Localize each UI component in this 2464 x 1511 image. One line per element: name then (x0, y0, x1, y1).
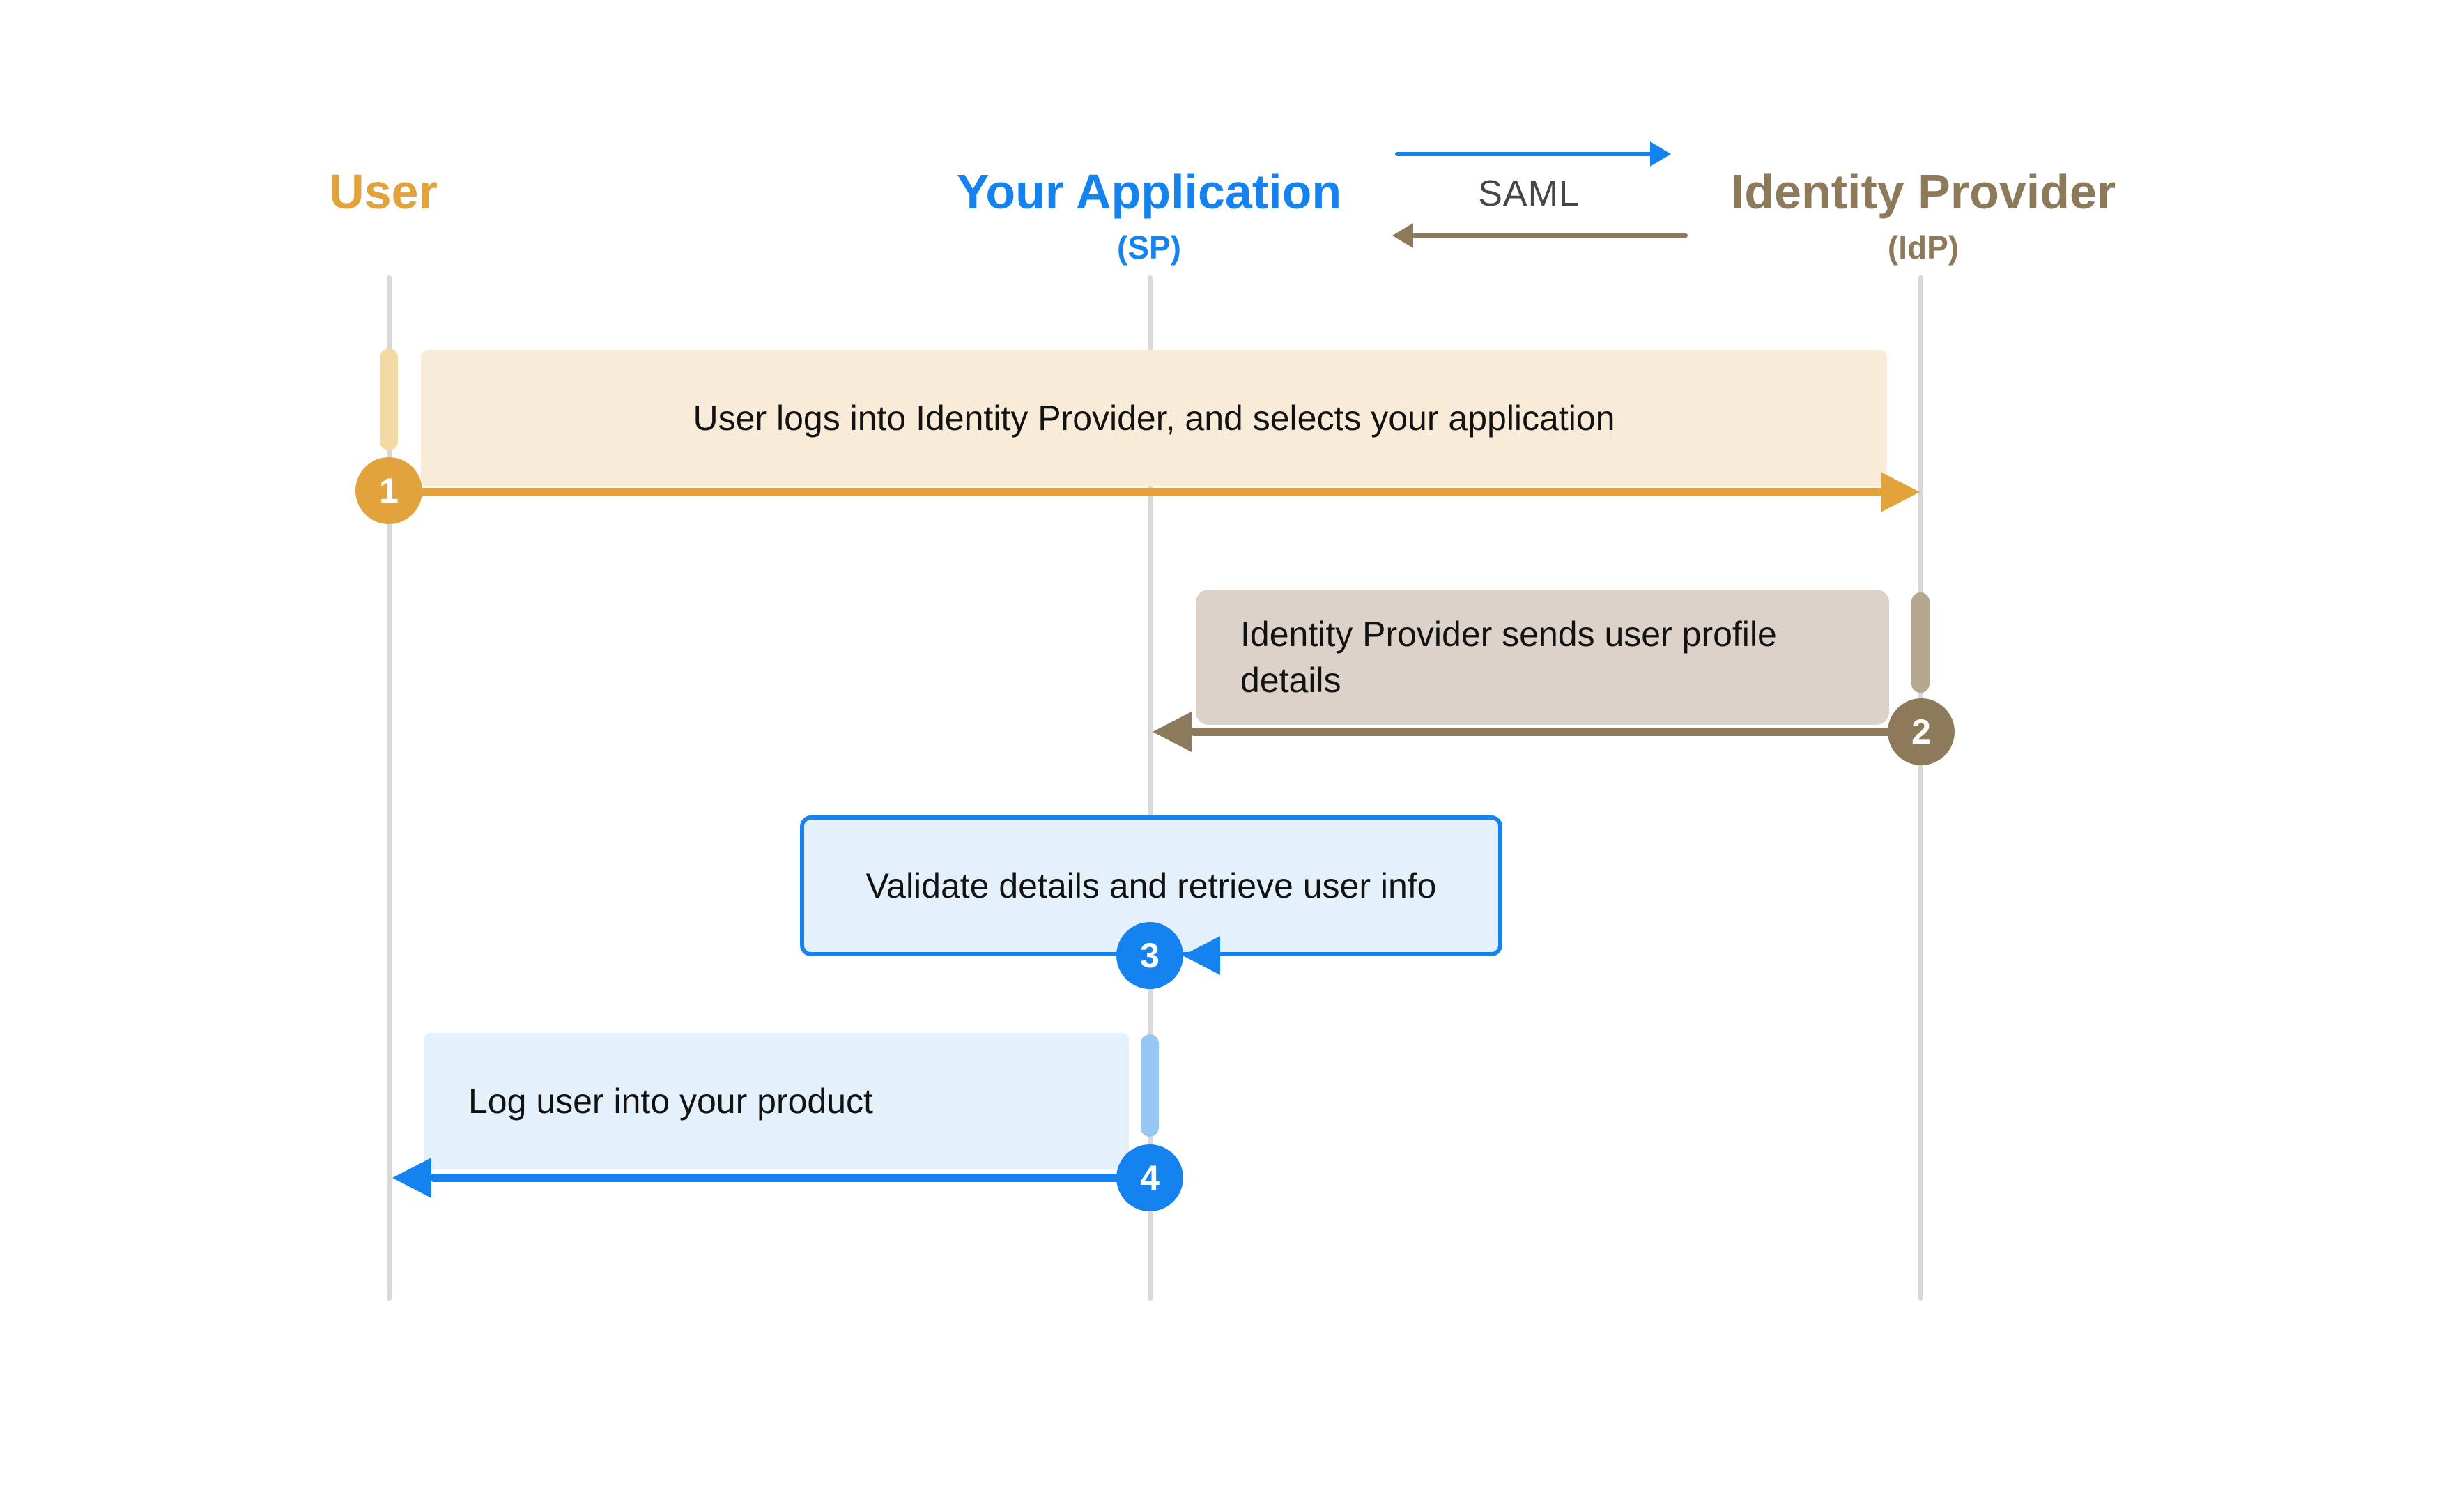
arrow-line-step2 (1190, 728, 1921, 736)
arrow-head-step2-icon (1153, 712, 1192, 752)
legend-arrow-left-line (1412, 233, 1688, 238)
activation-bar-idp-step2 (1911, 592, 1930, 693)
lifeline-idp (1918, 275, 1923, 1301)
lifeline-user (387, 275, 392, 1301)
arrow-head-step4-icon (392, 1158, 431, 1198)
actor-application-sublabel: (SP) (1117, 229, 1181, 266)
legend-arrow-left-head-icon (1392, 223, 1413, 248)
actor-idp-label: Identity Provider (1730, 164, 2116, 219)
message-text-step2-line2: details (1240, 661, 1341, 700)
message-text-step3: Validate details and retrieve user info (865, 866, 1437, 905)
lifeline-application (1148, 275, 1153, 1301)
activation-bar-user-step1 (380, 348, 398, 450)
legend-saml-label: SAML (1478, 174, 1580, 214)
message-text-step2-line1: Identity Provider sends user profile (1240, 615, 1777, 654)
legend-arrow-right-head-icon (1650, 141, 1671, 167)
message-box-step1: User logs into Identity Provider, and se… (421, 350, 1887, 486)
step-number-badge-2: 2 (1888, 698, 1955, 765)
actor-user-label: User (329, 164, 438, 219)
actor-idp-sublabel: (IdP) (1887, 229, 1959, 266)
message-text-step1: User logs into Identity Provider, and se… (693, 399, 1615, 438)
activation-bar-application-step4 (1141, 1034, 1159, 1137)
arrow-line-step4 (430, 1174, 1150, 1182)
message-text-step4: Log user into your product (468, 1082, 873, 1121)
legend-arrow-right-line (1395, 152, 1651, 156)
arrow-line-step1 (389, 488, 1884, 496)
step-number-badge-4: 4 (1116, 1144, 1183, 1211)
arrow-head-step3-icon (1183, 936, 1220, 975)
actor-application-label: Your Application (956, 164, 1342, 219)
step-number-badge-1: 1 (355, 457, 422, 524)
message-box-step2: Identity Provider sends user profile det… (1196, 590, 1889, 725)
message-box-step4: Log user into your product (424, 1033, 1129, 1169)
arrow-head-step1-icon (1881, 472, 1920, 512)
step-number-badge-3: 3 (1116, 922, 1183, 989)
